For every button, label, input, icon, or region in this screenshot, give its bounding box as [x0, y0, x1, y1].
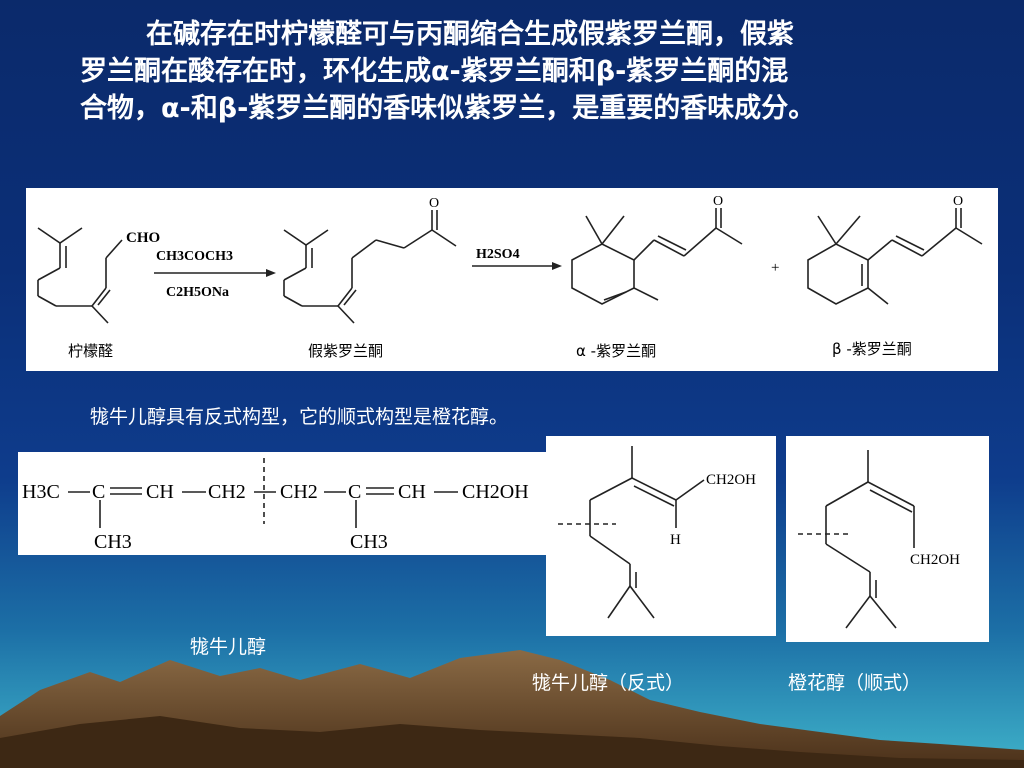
reagent-acetone: CH3COCH3 [156, 249, 233, 264]
formula-ch3-1: CH3 [94, 531, 132, 553]
condensed-formula: H3C C CH CH2 CH2 C CH CH2OH CH3 CH3 [22, 458, 529, 553]
geraniol-note: 牻牛儿醇具有反式构型，它的顺式构型是橙花醇。 [90, 406, 509, 428]
beta-ionone-label: β -紫罗兰酮 [832, 340, 912, 358]
reagent-cho: CHO [126, 230, 160, 246]
beta-ionone-structure [807, 208, 983, 305]
alpha-ionone-structure [571, 208, 743, 305]
formula-ch1: CH [146, 481, 174, 503]
caption-geraniol: 牻牛儿醇 [190, 636, 267, 658]
formula-ch3-2: CH3 [350, 531, 388, 553]
formula-c2: C [348, 481, 361, 503]
oxygen-label-3: O [953, 194, 963, 209]
reagent-acid: H2SO4 [476, 247, 520, 262]
formula-ch2a: CH2 [208, 481, 246, 503]
citral-label: 柠檬醛 [68, 342, 113, 360]
plus-sign: + [771, 260, 779, 276]
trans-h: H [670, 532, 681, 548]
trans-ch2oh: CH2OH [706, 472, 756, 488]
intro-line-3: 合物，α-和β-紫罗兰酮的香味似紫罗兰，是重要的香味成分。 [80, 93, 816, 124]
nerol-skeletal-panel: CH2OH [786, 436, 989, 642]
oxygen-label-1: O [429, 196, 439, 211]
formula-ch2b: CH2 [280, 481, 318, 503]
condensed-formula-panel: H3C C CH CH2 CH2 C CH CH2OH CH3 CH3 [18, 452, 548, 555]
intro-paragraph: 在碱存在时柠檬醛可与丙酮缩合生成假紫罗兰酮，假紫 罗兰酮在酸存在时，环化生成α-… [80, 16, 980, 127]
formula-c1: C [92, 481, 105, 503]
formula-ch2: CH [398, 481, 426, 503]
caption-geraniol-trans: 牻牛儿醇（反式） [532, 672, 685, 694]
reaction-scheme: CHO CH3COCH3 C2H5ONa H2SO4 + O O O 柠檬醛 假… [37, 194, 983, 360]
reagent-base: C2H5ONa [166, 285, 229, 300]
oxygen-label-2: O [713, 194, 723, 209]
intro-line-1: 在碱存在时柠檬醛可与丙酮缩合生成假紫罗兰酮，假紫 [146, 19, 794, 50]
nerol-skeletal: CH2OH [798, 450, 960, 629]
intro-line-2: 罗兰酮在酸存在时，环化生成α-紫罗兰酮和β-紫罗兰酮的混 [80, 56, 789, 87]
pseudoionone-structure [283, 210, 457, 324]
cis-ch2oh: CH2OH [910, 552, 960, 568]
geraniol-skeletal: CH2OH H [558, 446, 756, 619]
formula-ch2oh: CH2OH [462, 481, 529, 503]
caption-nerol-cis: 橙花醇（顺式） [788, 672, 922, 694]
mountain-decoration [0, 650, 1024, 768]
citral-structure [37, 227, 123, 324]
alpha-ionone-label: α -紫罗兰酮 [576, 342, 656, 360]
geraniol-skeletal-panel: CH2OH H [546, 436, 776, 636]
formula-h3c: H3C [22, 481, 60, 503]
reaction-scheme-panel: CHO CH3COCH3 C2H5ONa H2SO4 + O O O 柠檬醛 假… [26, 188, 998, 371]
pseudoionone-label: 假紫罗兰酮 [308, 342, 383, 360]
